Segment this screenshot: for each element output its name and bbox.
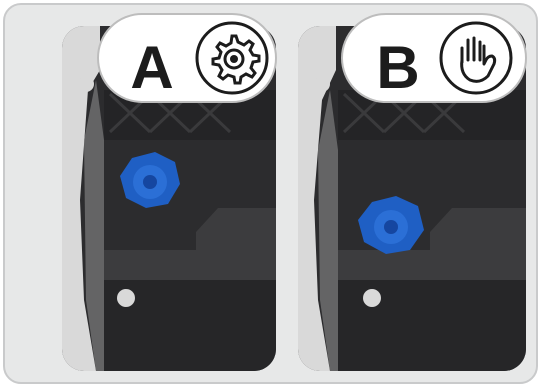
badge-b: B	[342, 14, 526, 102]
hand-icon	[441, 23, 511, 93]
panel-a-label: A	[130, 34, 173, 101]
panel-b-label: B	[376, 34, 419, 101]
panel-b: B	[298, 14, 526, 371]
gear-icon	[197, 23, 267, 93]
panel-a: A	[62, 14, 276, 371]
badge-a: A	[98, 14, 276, 102]
